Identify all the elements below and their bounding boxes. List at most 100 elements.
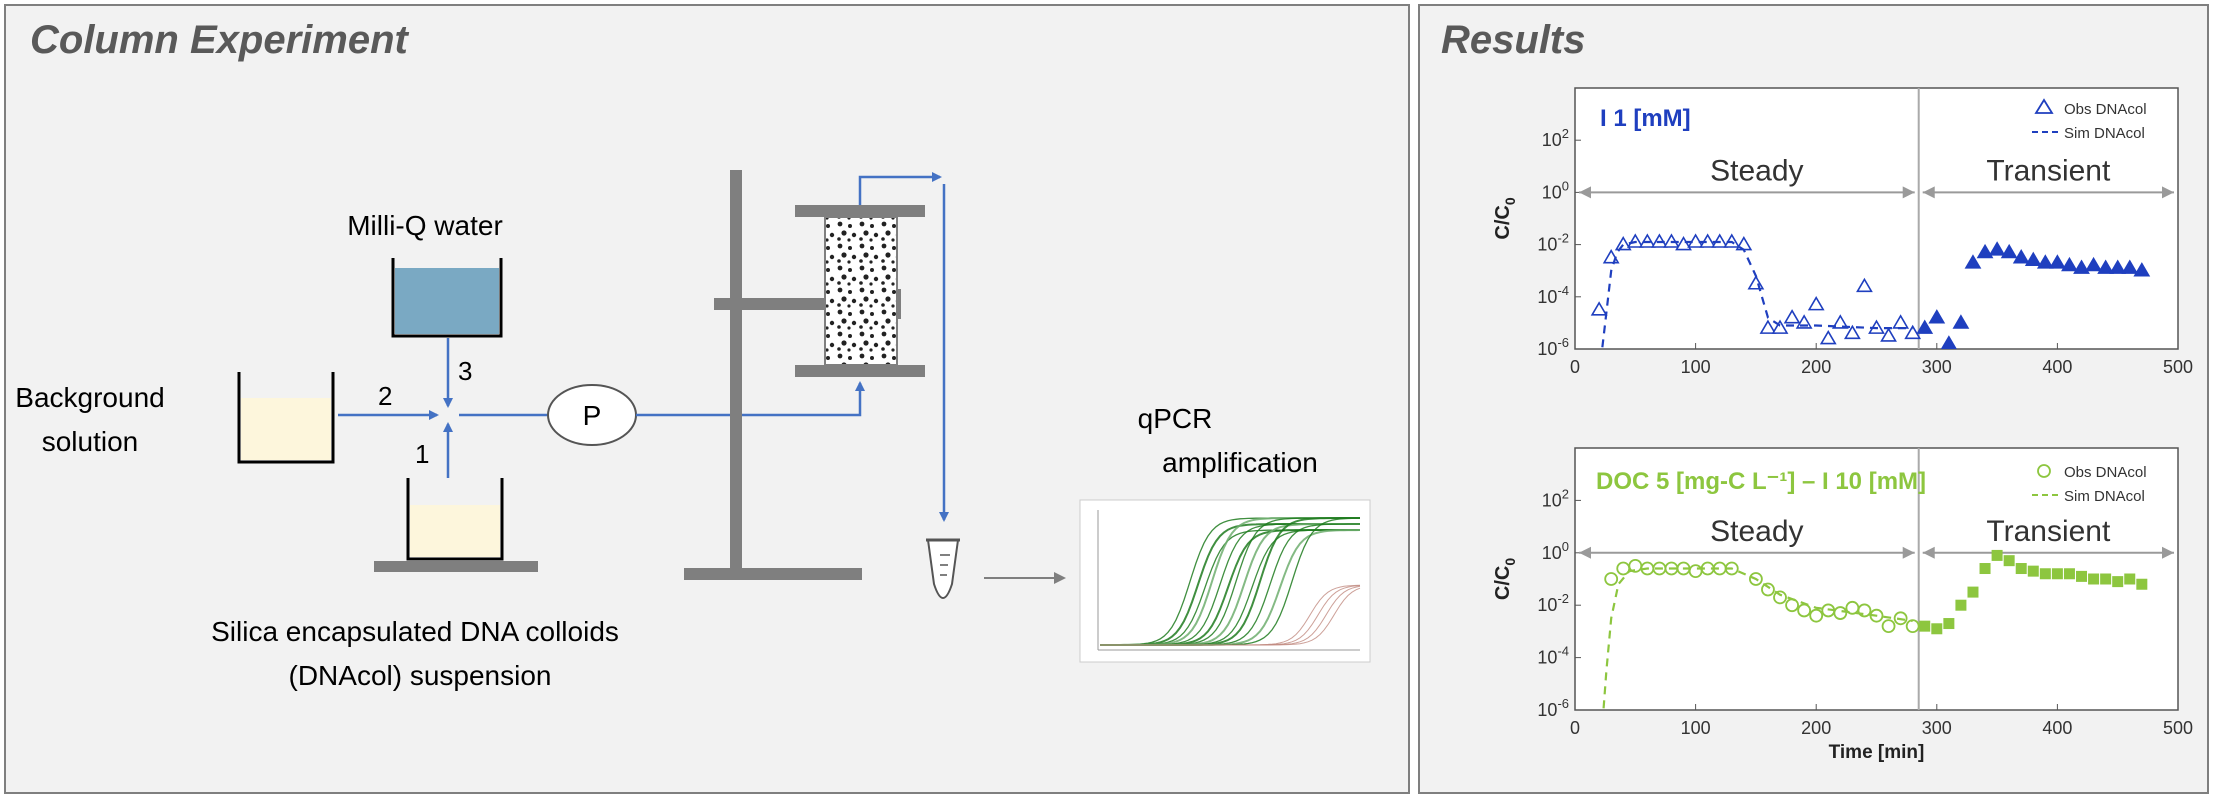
obs-point-steady bbox=[1819, 329, 1837, 345]
x-tick-label: 200 bbox=[1801, 718, 1831, 738]
obs-point-transient bbox=[1931, 623, 1943, 635]
obs-point-transient bbox=[1976, 243, 1994, 259]
qpcr-label-line1: qPCR bbox=[1138, 403, 1213, 434]
label-1: 1 bbox=[415, 439, 429, 469]
obs-point-steady bbox=[1590, 301, 1608, 316]
obs-point-transient bbox=[2061, 256, 2078, 272]
obs-point-steady bbox=[1905, 619, 1920, 634]
y-tick-label: 10-2 bbox=[1537, 591, 1569, 615]
legend-label-sim: Sim DNAcol bbox=[2064, 488, 2145, 505]
y-axis-label: C/C0 bbox=[1492, 558, 1518, 600]
obs-point-transient bbox=[2076, 570, 2088, 582]
obs-point-transient bbox=[1952, 314, 1970, 329]
obs-point-steady bbox=[1785, 598, 1799, 613]
obs-point-transient bbox=[2085, 256, 2102, 272]
obs-point-transient bbox=[2039, 568, 2051, 580]
obs-point-steady bbox=[1831, 314, 1849, 329]
obs-point-transient bbox=[2027, 565, 2039, 577]
obs-point-steady bbox=[1797, 603, 1812, 618]
obs-point-steady bbox=[1759, 319, 1777, 334]
background-label-line2: solution bbox=[42, 426, 139, 457]
background-label-line1: Background bbox=[15, 382, 164, 413]
range-arrowhead bbox=[1579, 186, 1591, 199]
y-tick-label: 102 bbox=[1542, 486, 1569, 510]
qpcr-curve-alt bbox=[1100, 587, 1361, 646]
obs-point-steady bbox=[1904, 324, 1922, 340]
column-experiment-title: Column Experiment bbox=[30, 18, 408, 62]
obs-point-transient bbox=[1916, 319, 1934, 334]
packed-column bbox=[795, 205, 925, 377]
x-tick-label: 400 bbox=[2042, 357, 2072, 377]
obs-point-transient bbox=[1964, 254, 1982, 269]
obs-point-transient bbox=[2036, 254, 2054, 269]
obs-point-steady bbox=[1761, 582, 1775, 597]
obs-point-transient bbox=[2112, 576, 2124, 588]
x-tick-label: 400 bbox=[2042, 718, 2072, 738]
obs-point-steady bbox=[1856, 277, 1873, 293]
x-tick-label: 200 bbox=[1801, 357, 1831, 377]
obs-point-steady bbox=[1880, 327, 1897, 342]
y-tick-label: 10-2 bbox=[1537, 231, 1569, 255]
legend-marker-obs bbox=[2037, 464, 2051, 478]
y-tick-label: 10-4 bbox=[1537, 644, 1569, 668]
dnacol-label-line2: (DNAcol) suspension bbox=[289, 660, 552, 691]
obs-point-steady bbox=[1614, 236, 1632, 251]
steady-label: Steady bbox=[1710, 515, 1803, 548]
obs-point-steady bbox=[1807, 296, 1825, 311]
range-arrowhead bbox=[1902, 186, 1915, 199]
obs-point-transient bbox=[2051, 568, 2063, 580]
obs-point-transient bbox=[1940, 335, 1957, 349]
obs-point-steady bbox=[1604, 572, 1619, 586]
obs-point-steady bbox=[1843, 324, 1861, 340]
obs-point-transient bbox=[2073, 259, 2090, 274]
transient-label: Transient bbox=[1986, 515, 2111, 548]
x-tick-label: 500 bbox=[2163, 357, 2193, 377]
steady-label: Steady bbox=[1710, 154, 1803, 187]
x-tick-label: 300 bbox=[1922, 357, 1952, 377]
obs-point-transient bbox=[2000, 243, 2018, 259]
y-tick-label: 102 bbox=[1542, 126, 1569, 150]
obs-point-transient bbox=[2133, 262, 2151, 277]
x-tick-label: 0 bbox=[1570, 718, 1580, 738]
x-axis-label: Time [min] bbox=[1829, 742, 1925, 763]
sample-tube-icon bbox=[926, 538, 960, 599]
obs-point-steady bbox=[1833, 606, 1848, 620]
y-tick-label: 10-6 bbox=[1537, 335, 1569, 359]
legend-marker-obs bbox=[2034, 98, 2054, 114]
obs-point-transient bbox=[1943, 618, 1955, 630]
label-3: 3 bbox=[458, 356, 472, 386]
obs-point-transient bbox=[1979, 563, 1991, 575]
range-arrowhead bbox=[2162, 186, 2174, 199]
obs-point-transient bbox=[1919, 620, 1931, 632]
obs-point-transient bbox=[2049, 254, 2066, 269]
x-tick-label: 0 bbox=[1570, 357, 1580, 377]
dnacol-beaker bbox=[374, 478, 538, 572]
chart-title: DOC 5 [mg-C L⁻¹] – I 10 [mM] bbox=[1596, 468, 1926, 495]
obs-point-transient bbox=[2015, 563, 2027, 575]
plot-area bbox=[1574, 87, 2179, 350]
obs-point-steady bbox=[1809, 608, 1824, 623]
milli-q-label: Milli-Q water bbox=[347, 210, 503, 241]
obs-point-steady bbox=[1773, 590, 1787, 605]
obs-point-transient bbox=[2003, 555, 2015, 567]
range-arrowhead bbox=[1902, 546, 1915, 559]
obs-point-transient bbox=[2088, 573, 2100, 585]
legend-label-obs: Obs DNAcol bbox=[2064, 101, 2147, 118]
obs-point-transient bbox=[1967, 586, 1979, 598]
dnacol-label-line1: Silica encapsulated DNA colloids bbox=[211, 616, 619, 647]
x-tick-label: 500 bbox=[2163, 718, 2193, 738]
obs-point-transient bbox=[2024, 251, 2042, 267]
background-solution-beaker bbox=[237, 372, 335, 464]
stir-plate bbox=[374, 561, 538, 572]
legend-label-sim: Sim DNAcol bbox=[2064, 125, 2145, 142]
range-arrowhead bbox=[1579, 546, 1591, 559]
legend-label-obs: Obs DNAcol bbox=[2064, 464, 2147, 481]
obs-point-steady bbox=[1616, 561, 1631, 576]
obs-point-transient bbox=[2109, 259, 2127, 274]
chart-title: I 1 [mM] bbox=[1600, 105, 1691, 132]
obs-point-transient bbox=[2136, 578, 2148, 590]
obs-point-steady bbox=[1675, 236, 1692, 251]
y-tick-label: 100 bbox=[1542, 539, 1569, 563]
